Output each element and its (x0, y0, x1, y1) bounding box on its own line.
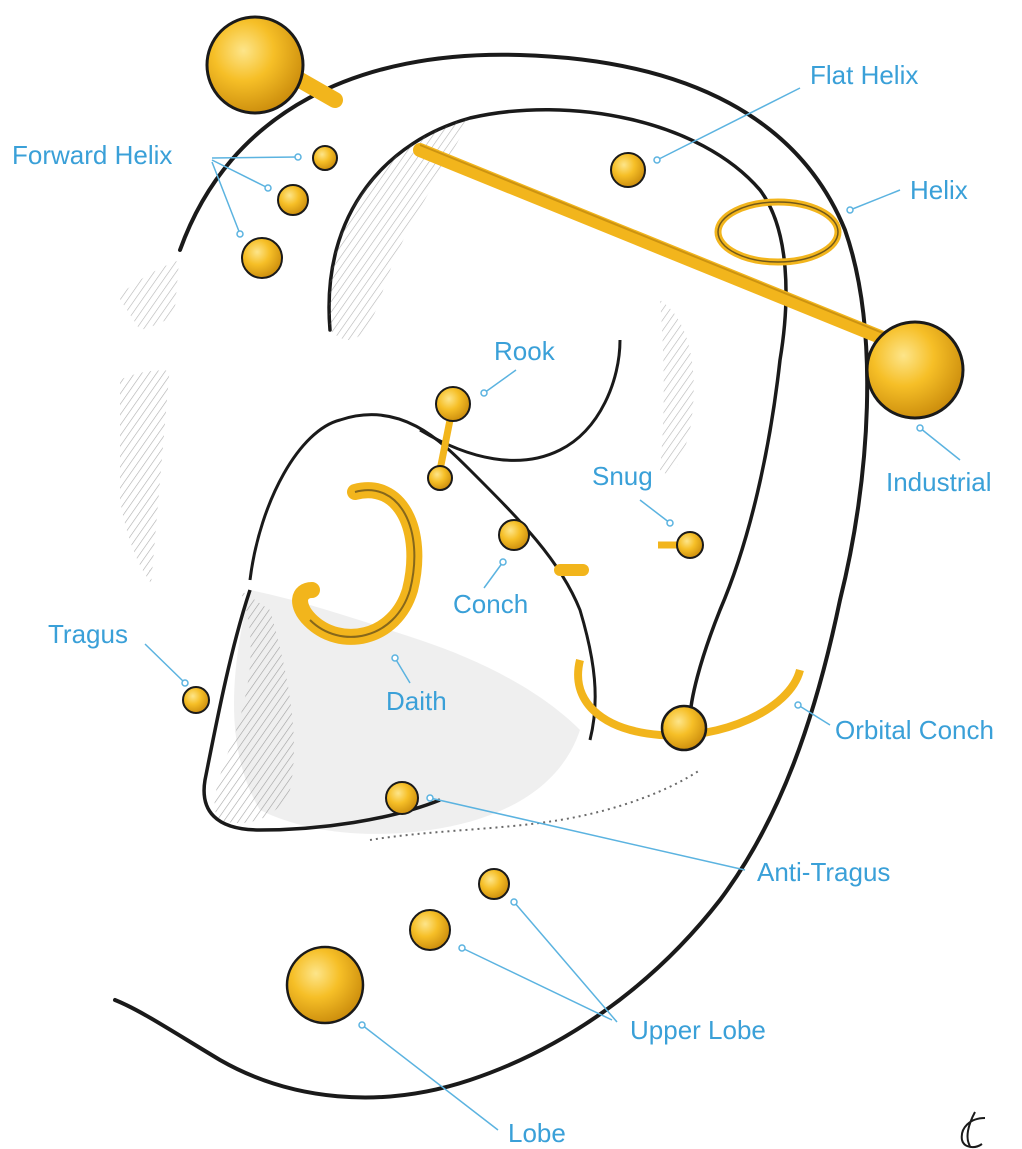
label-upper-lobe: Upper Lobe (630, 1015, 766, 1045)
label-conch: Conch (453, 589, 528, 619)
label-helix: Helix (910, 175, 968, 205)
label-rook: Rook (494, 336, 555, 366)
label-lobe: Lobe (508, 1118, 566, 1148)
label-tragus: Tragus (48, 619, 128, 649)
label-orbital-conch: Orbital Conch (835, 715, 994, 745)
label-flat-helix: Flat Helix (810, 60, 918, 90)
label-snug: Snug (592, 461, 653, 491)
label-forward-helix: Forward Helix (12, 140, 172, 170)
label-daith: Daith (386, 686, 447, 716)
label-industrial: Industrial (886, 467, 992, 497)
label-anti-tragus: Anti-Tragus (757, 857, 890, 887)
